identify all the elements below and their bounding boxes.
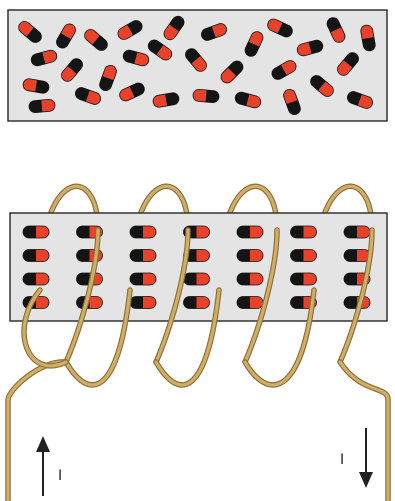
random-domain-magnet [193, 89, 220, 103]
current-down-arrowhead [359, 472, 373, 488]
current-in-indicator: I [36, 436, 62, 496]
aligned-domain-magnet [23, 226, 49, 238]
aligned-domain-magnet [291, 226, 317, 238]
aligned-domain-magnet [184, 273, 210, 285]
aligned-domain-magnet [130, 273, 156, 285]
aligned-domain-magnet [130, 250, 156, 262]
aligned-domain-magnet [291, 273, 317, 285]
aligned-domain-magnet [344, 226, 370, 238]
aligned-domain-magnet [23, 250, 49, 262]
aligned-domain-magnet [130, 297, 156, 309]
aligned-domain-magnet [291, 250, 317, 262]
aligned-domain-magnet [344, 250, 370, 262]
aligned-domain-magnet [23, 273, 49, 285]
aligned-domain-magnet [237, 297, 263, 309]
current-up-arrowhead [36, 436, 50, 452]
aligned-domain-magnet [130, 226, 156, 238]
aligned-domain-magnet [237, 250, 263, 262]
aligned-domain-magnet [237, 226, 263, 238]
aligned-domain-magnet [184, 297, 210, 309]
current-label-left: I [58, 468, 62, 484]
current-label-right: I [340, 452, 344, 468]
aligned-domain-magnet [237, 273, 263, 285]
random-domain-magnet [29, 99, 56, 113]
magnetized-block [10, 213, 387, 321]
unmagnetized-block [8, 10, 387, 121]
current-out-indicator: I [340, 428, 373, 488]
